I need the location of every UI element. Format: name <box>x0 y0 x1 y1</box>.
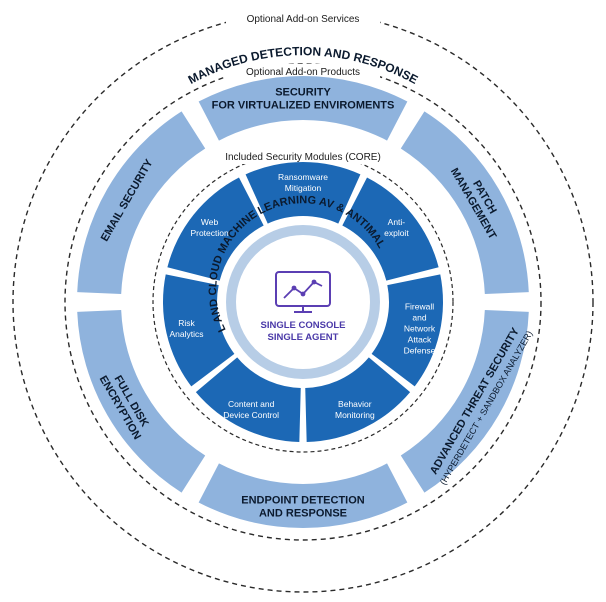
outer-segment-label: ENDPOINT DETECTION <box>241 495 365 507</box>
core-segment-label: Defense <box>404 346 436 356</box>
core-segment-label: Behavior <box>338 399 372 409</box>
inner-dashed-circle <box>64 63 542 541</box>
outer-segment <box>198 463 408 528</box>
outer-segment <box>400 309 529 493</box>
outer-segment-label: FOR VIRTUALIZED ENVIROMENTS <box>212 100 395 112</box>
outer-segment <box>77 309 206 493</box>
outer-segment-label: AND RESPONSE <box>259 508 347 520</box>
core-segment-label: Attack <box>408 335 432 345</box>
core-segment-label: Firewall <box>405 302 434 312</box>
center-line-2: SINGLE AGENT <box>268 332 339 343</box>
optional-services-label: Optional Add-on Services <box>247 14 360 25</box>
core-segment-label: Web <box>201 217 219 227</box>
core-modules-ring: RansomwareMitigationAnti-exploitFirewall… <box>163 162 443 442</box>
core-segment <box>342 177 439 281</box>
core-segment-label: and <box>412 313 426 323</box>
core-segment <box>305 357 411 442</box>
outer-segment-label: ADVANCED THREAT SECURITY <box>428 325 522 476</box>
core-segment-label: Device Control <box>223 410 279 420</box>
outer-segment <box>198 76 408 141</box>
core-segment <box>245 162 361 224</box>
core-segment <box>167 177 264 281</box>
core-segment-label: Ransomware <box>278 172 328 182</box>
core-segment-label: Anti- <box>388 217 406 227</box>
core-segment <box>163 274 235 387</box>
optional-products-label: Optional Add-on Products <box>246 67 360 78</box>
core-dashed-circle <box>152 151 454 453</box>
outer-segment <box>400 111 529 295</box>
core-segment-label: Monitoring <box>335 410 375 420</box>
core-segment-label: Protection <box>190 228 229 238</box>
core-segment-label: Risk <box>178 318 195 328</box>
outer-dashed-circle <box>12 11 594 593</box>
core-segment-label: Analytics <box>170 329 204 339</box>
core-segment-label: Mitigation <box>285 183 322 193</box>
included-modules-label: Included Security Modules (CORE) <box>225 152 381 163</box>
core-segment-label: Content and <box>228 399 275 409</box>
center-line-1: SINGLE CONSOLE <box>261 320 346 331</box>
core-segment <box>371 274 443 387</box>
core-segment-label: exploit <box>384 228 409 238</box>
outer-segment-label: SECURITY <box>275 87 331 99</box>
monitor-chart-icon <box>275 271 331 313</box>
core-segment <box>195 357 301 442</box>
outer-segment <box>77 111 206 295</box>
center-disc <box>236 235 370 369</box>
core-segment-label: Network <box>404 324 436 334</box>
